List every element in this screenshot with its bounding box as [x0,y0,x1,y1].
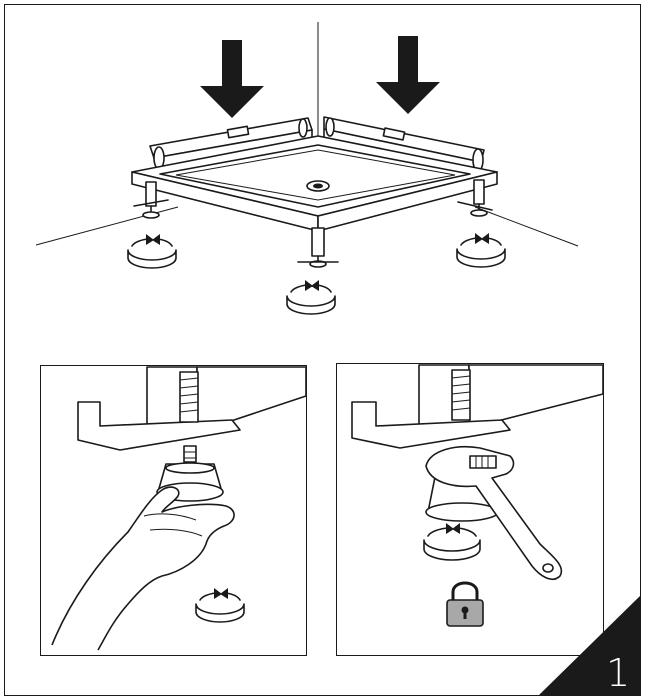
shower-tray [131,135,498,232]
down-arrow-icon [200,40,264,118]
tray-legs [133,179,493,268]
hand-illustration [51,486,235,651]
shower-tray-illustration [35,22,579,315]
threaded-rod [179,371,199,463]
rotate-icon [127,234,177,269]
rotate-icon [286,280,336,315]
adjustable-foot [156,462,224,502]
drain-hole [306,180,330,192]
wrench-illustration [425,446,563,581]
step-number: 1 [606,651,630,695]
detail-panel-wrench-lock [336,363,604,656]
step-number-badge: 1 [539,596,640,695]
threaded-rod [451,369,471,421]
rotate-icon [195,588,245,623]
padlock-icon [446,581,484,627]
down-arrow-icon [376,36,440,114]
rotate-icon [456,233,506,268]
page-frame [4,4,641,696]
floor-line-right [474,206,579,247]
detail-panel-hand-adjust [40,365,307,656]
rotate-icon [423,523,481,561]
